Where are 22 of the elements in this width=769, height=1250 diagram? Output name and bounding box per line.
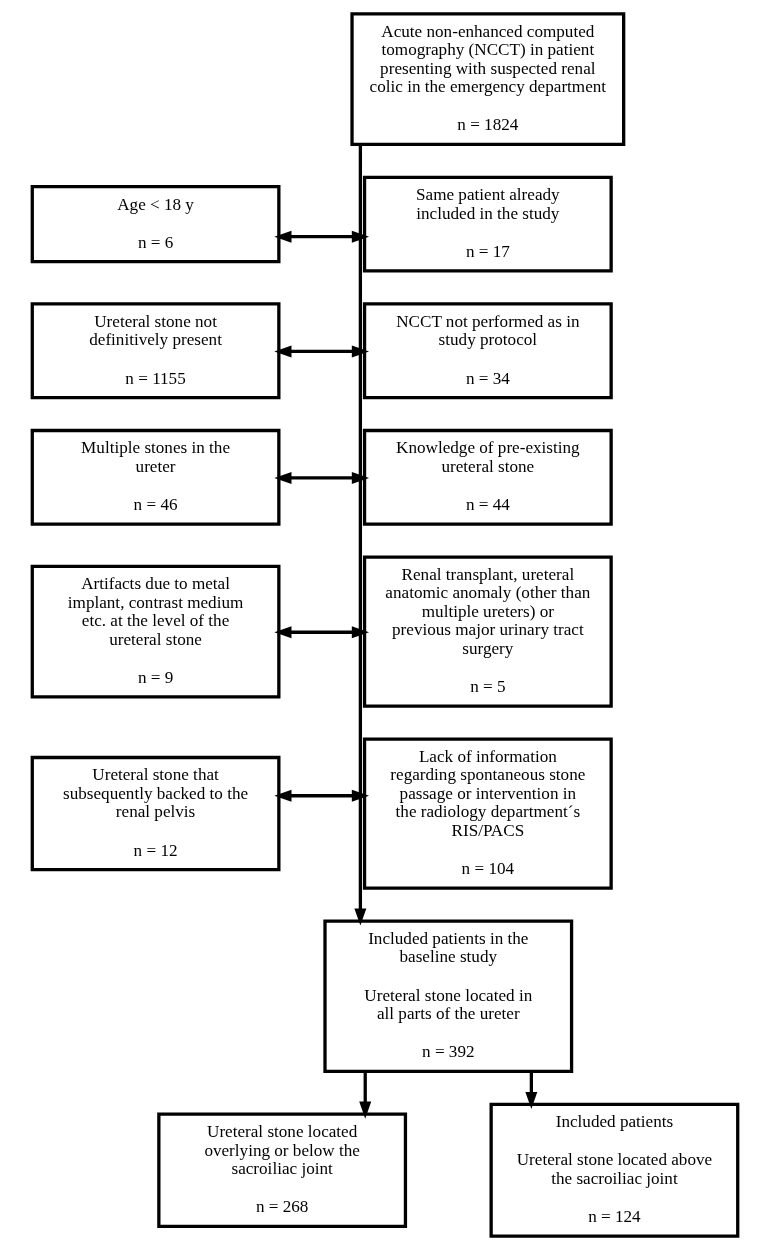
arrow xyxy=(273,789,369,802)
arrow xyxy=(273,230,369,243)
node-box: Same patient already included in the study n = 17 xyxy=(362,175,613,273)
node-box: NCCT not performed as in study protocol n = 34 xyxy=(362,302,613,400)
node-box: Included patients in the baseline study Ureteral stone located in all parts of the ureter n = 392 xyxy=(322,919,573,1073)
arrow xyxy=(358,1071,371,1119)
node-box: Artifacts due to metal implant, contrast medium etc. at the level of the ureteral stone n = 9 xyxy=(30,564,280,699)
node-box: Lack of information regarding spontaneous stone passage or intervention in the radiology department´s RIS/PACS n = 104 xyxy=(362,737,613,890)
node-box: Included patients Ureteral stone located above the sacroiliac joint n = 124 xyxy=(489,1102,739,1238)
arrow xyxy=(273,471,369,484)
node-box: Ureteral stone not definitively present n = 1155 xyxy=(30,302,280,400)
node-box: Acute non-enhanced computed tomography (NCCT) in patient presenting with suspected renal colic in the emergency department n = 1824 xyxy=(349,12,625,146)
node-box: Ureteral stone located overlying or below the sacroiliac joint n = 268 xyxy=(156,1112,407,1228)
node-box: Knowledge of pre-existing ureteral stone n = 44 xyxy=(362,428,613,526)
arrow xyxy=(353,144,366,926)
node-box: Ureteral stone that subsequently backed to the renal pelvis n = 12 xyxy=(30,755,280,872)
node-box: Renal transplant, ureteral anatomic anomaly (other than multiple ureters) or previous major urinary tract surgery n = 5 xyxy=(362,555,613,708)
arrow xyxy=(524,1071,537,1110)
node-box: Multiple stones in the ureter n = 46 xyxy=(30,428,280,526)
arrow xyxy=(273,345,369,358)
arrow xyxy=(273,626,369,639)
node-box: Age < 18 y n = 6 xyxy=(30,184,280,264)
